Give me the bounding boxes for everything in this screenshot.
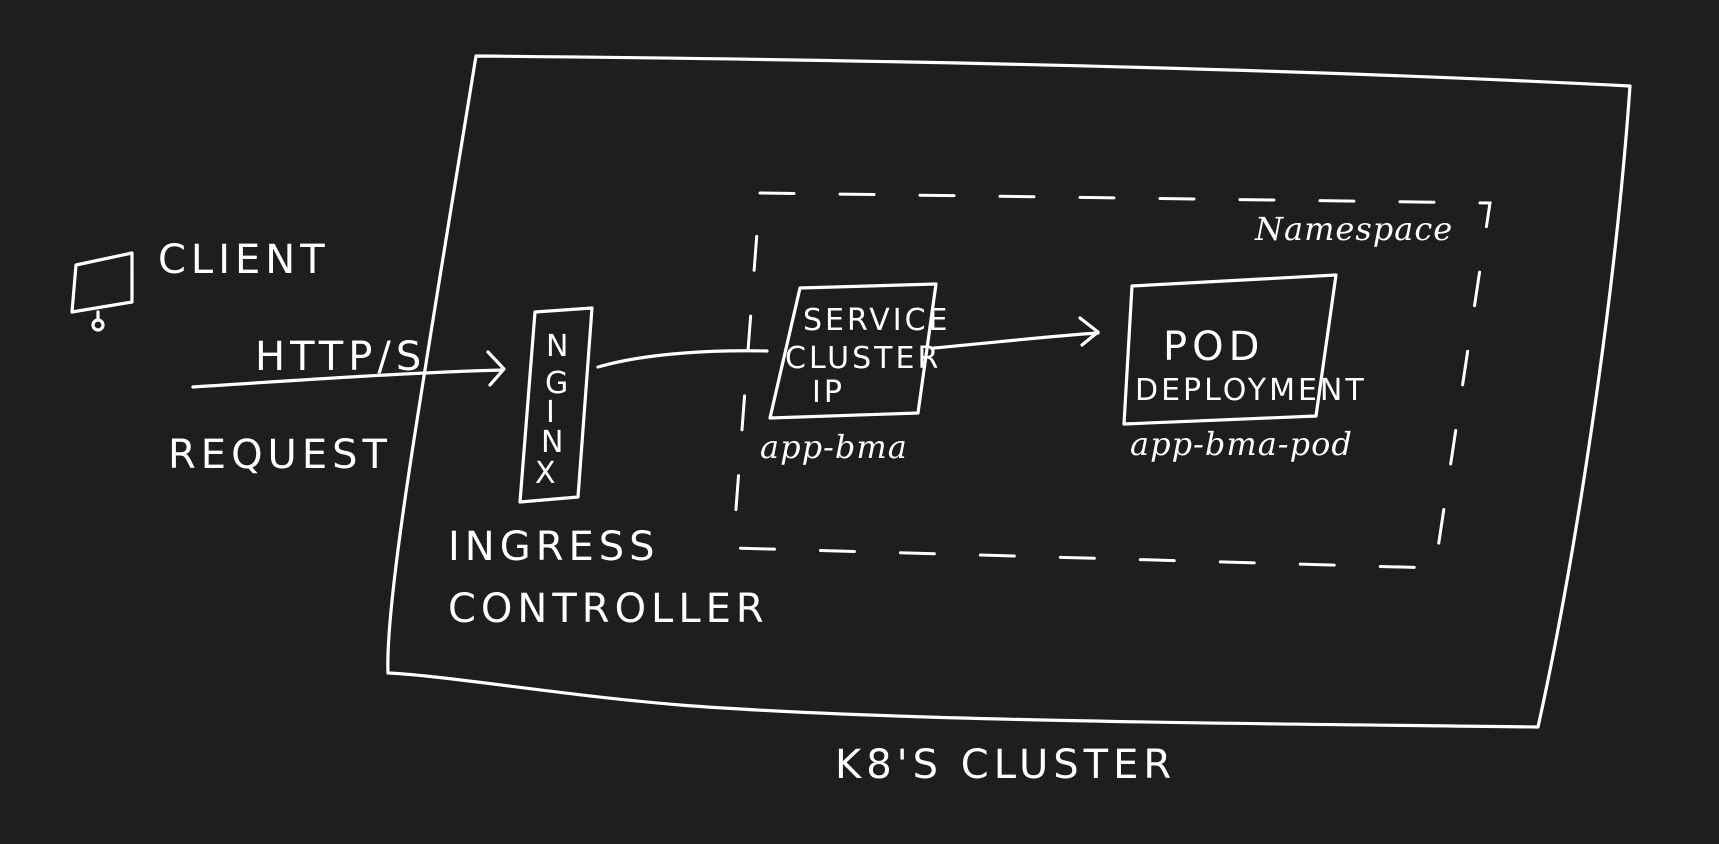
namespace-boundary <box>731 191 1492 570</box>
pod-line2: DEPLOYMENT <box>1135 373 1367 408</box>
service-to-pod-arrow <box>932 331 1100 350</box>
cluster-label: K8'S CLUSTER <box>835 742 1176 788</box>
pod-line1: POD <box>1163 324 1264 370</box>
ingress-label-line2: CONTROLLER <box>448 586 769 632</box>
nginx-box <box>518 306 594 504</box>
request-arrowhead <box>486 350 506 387</box>
nginx-letter-i: I <box>546 395 558 430</box>
namespace-label: Namespace <box>1254 210 1453 248</box>
service-name: app-bma <box>760 428 908 466</box>
nginx-letters: N G I N X <box>535 329 571 491</box>
service-box <box>768 282 938 420</box>
nginx-letter-x: X <box>535 456 559 491</box>
k8s-cluster-boundary <box>386 54 1632 729</box>
protocol-label: HTTP/S <box>255 334 426 380</box>
pod-box <box>1122 273 1338 426</box>
service-to-pod-arrowhead <box>1078 316 1100 347</box>
client-label: CLIENT <box>158 237 330 283</box>
service-line1: SERVICE <box>803 303 950 338</box>
request-arrow <box>191 368 505 389</box>
service-line3: IP <box>812 375 845 410</box>
pod-name: app-bma-pod <box>1130 425 1353 463</box>
nginx-letter-n2: N <box>541 425 566 460</box>
ingress-label-line1: INGRESS <box>448 524 660 570</box>
request-label: REQUEST <box>168 432 392 478</box>
nginx-letter-g: G <box>545 366 571 401</box>
monitor-icon <box>70 251 134 332</box>
ingress-to-service-connector <box>596 349 769 369</box>
service-line2: CLUSTER <box>785 341 941 376</box>
nginx-letter-n1: N <box>546 329 571 364</box>
